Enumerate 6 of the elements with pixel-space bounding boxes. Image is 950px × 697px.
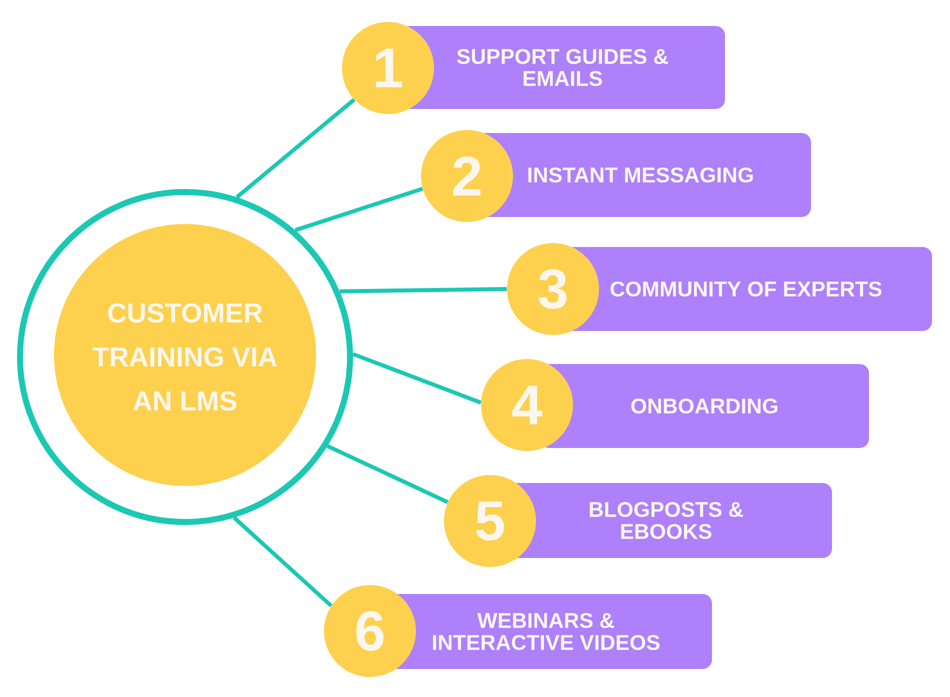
connector-line [326,444,449,504]
connector-line [340,287,507,294]
connector-line [236,98,356,199]
connector-line [232,516,333,608]
connector-line [352,352,482,404]
connector-line [294,186,424,232]
